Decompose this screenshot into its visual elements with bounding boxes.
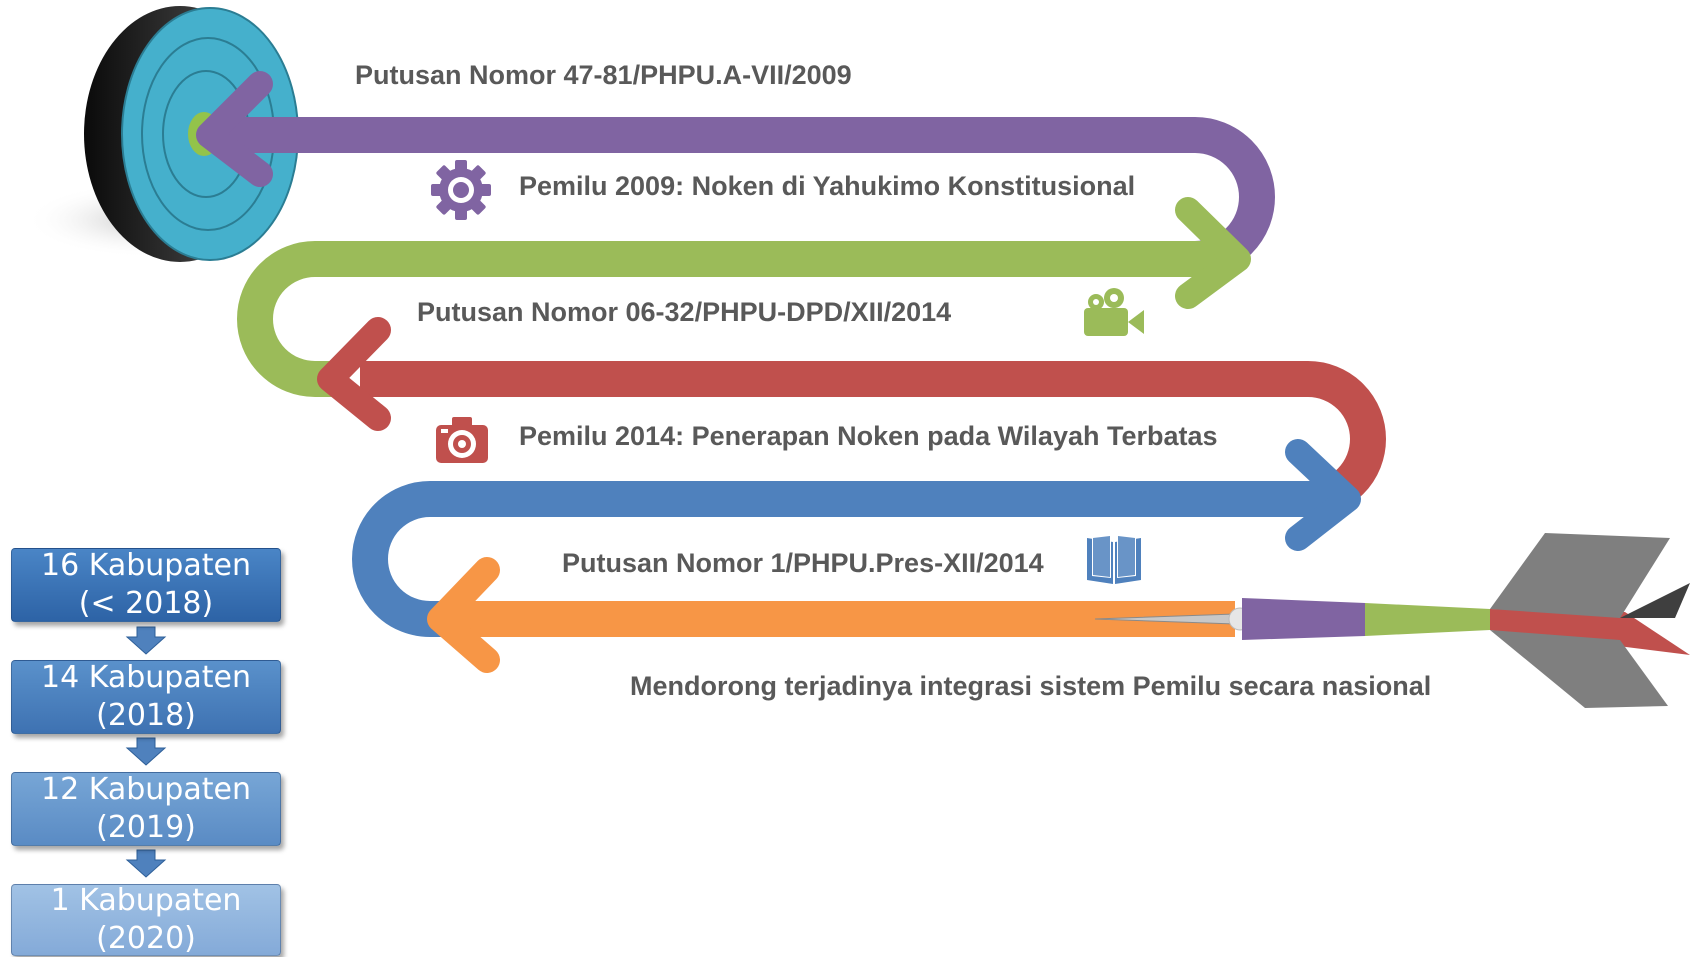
kabupaten-count: 1 Kabupaten [50, 883, 242, 918]
blue-path [352, 481, 1340, 637]
down-arrow-icon [125, 737, 167, 766]
kabupaten-count: 16 Kabupaten [41, 548, 251, 583]
kabupaten-count: 12 Kabupaten [41, 772, 251, 807]
green-path [237, 241, 1230, 397]
red-arrow-head [317, 317, 391, 431]
timeline-label-5: Putusan Nomor 1/PHPU.Pres-XII/2014 [562, 548, 1044, 578]
dart-icon [1094, 533, 1690, 708]
kabupaten-box: 16 Kabupaten (< 2018) [11, 548, 281, 622]
goal-label: Mendorong terjadinya integrasi sistem Pe… [630, 671, 1432, 701]
timeline-label-4: Pemilu 2014: Penerapan Noken pada Wilaya… [519, 421, 1218, 451]
kabupaten-box: 1 Kabupaten (2020) [11, 883, 281, 956]
blue-arrow-head [1285, 439, 1361, 551]
video-camera-icon [1084, 288, 1144, 336]
kabupaten-box: 12 Kabupaten (2019) [11, 772, 281, 846]
timeline-label-2: Pemilu 2009: Noken di Yahukimo Konstitus… [519, 171, 1136, 201]
kabupaten-year: (< 2018) [78, 586, 214, 621]
kabupaten-box: 14 Kabupaten (2018) [11, 660, 281, 734]
book-icon [1087, 534, 1141, 584]
purple-arrow-head [196, 71, 273, 187]
down-arrow-icon [125, 626, 167, 655]
target-icon [25, 6, 299, 262]
kabupaten-year: (2020) [96, 921, 196, 956]
kabupaten-year: (2018) [96, 698, 196, 733]
down-arrow-icon [125, 849, 167, 878]
orange-arrow-head [427, 557, 500, 673]
kabupaten-count: 14 Kabupaten [41, 660, 251, 695]
gear-icon [431, 160, 491, 220]
green-arrow-head [1175, 197, 1251, 309]
camera-icon [436, 417, 488, 463]
timeline-label-3: Putusan Nomor 06-32/PHPU-DPD/XII/2014 [417, 297, 952, 327]
timeline-label-1: Putusan Nomor 47-81/PHPU.A-VII/2009 [355, 60, 852, 90]
kabupaten-year: (2019) [96, 810, 196, 845]
